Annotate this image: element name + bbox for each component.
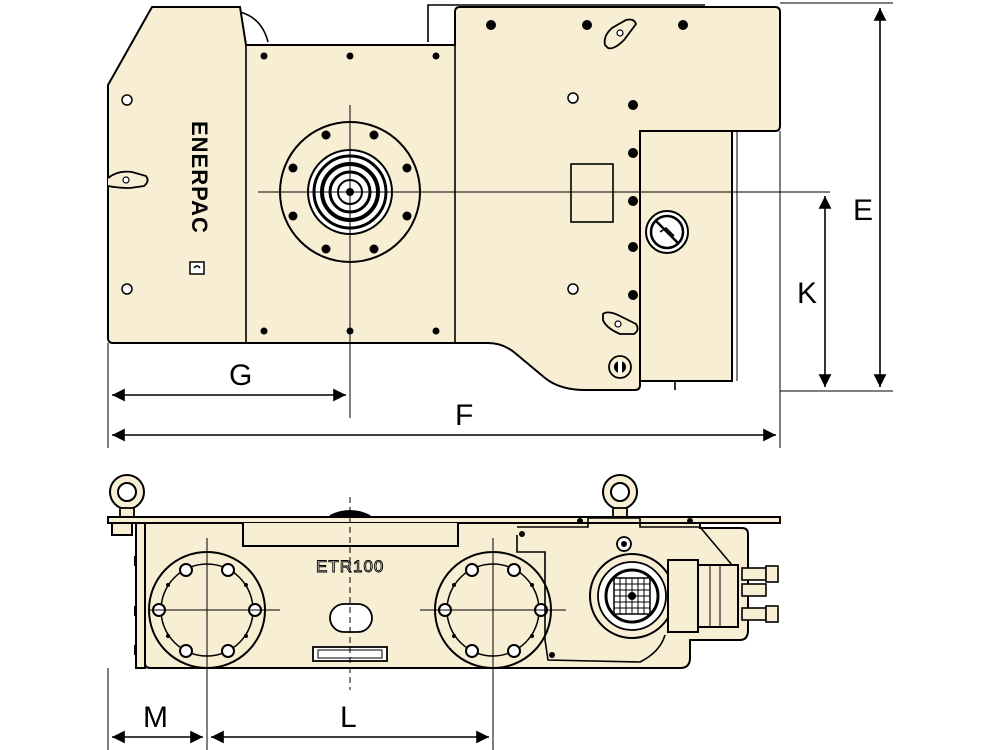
top-bracket [427, 4, 705, 42]
no-tool-warning-icon [645, 210, 689, 254]
plate-slot [134, 645, 137, 655]
hose-bracket [239, 11, 269, 43]
screw-hole [549, 652, 555, 658]
dim-label-g: G [229, 359, 252, 392]
plate-slot [134, 606, 137, 616]
mount-hole [121, 94, 133, 106]
left-plate [135, 522, 146, 669]
dim-label-e: E [853, 194, 873, 227]
plate-slot [134, 556, 137, 566]
knob-icon [608, 355, 632, 379]
motor-housing-side [516, 535, 666, 663]
motor-housing-top [517, 517, 733, 566]
control-box-base [640, 380, 676, 390]
left-bracket [111, 522, 133, 536]
dim-label-m: M [143, 701, 168, 734]
valve-body [697, 564, 739, 628]
mount-hole [121, 283, 133, 295]
hydraulic-couplers [741, 565, 779, 623]
control-box [639, 130, 733, 382]
model-label: ETR100 [316, 557, 384, 576]
eye-bolt-icon [602, 474, 638, 521]
port-icon-center [621, 541, 627, 547]
top-dimensions: E K G F [107, 2, 893, 448]
handle-icon [603, 18, 638, 50]
motor-fan [589, 553, 675, 639]
side-view-centerlines [150, 497, 566, 750]
dim-label-f: F [455, 399, 473, 432]
screw-hole [577, 518, 583, 524]
valve-block [667, 559, 699, 633]
dim-label-k: K [797, 277, 817, 310]
top-view: ENERPAC [107, 4, 830, 418]
top-channel [242, 523, 459, 547]
handle-icon [107, 170, 149, 189]
brand-logo-mark [189, 261, 205, 275]
screw-hole [519, 531, 525, 537]
side-view: ETR100 [107, 474, 781, 750]
handle-icon [602, 311, 639, 335]
screw-hole [687, 518, 693, 524]
top-view-centerlines [258, 105, 830, 418]
center-panel-screws [260, 52, 440, 335]
side-dimensions: M L [107, 668, 490, 750]
slot [329, 603, 373, 633]
brand-logo: ENERPAC [187, 121, 212, 234]
eye-bolt-icon [109, 474, 145, 521]
right-panel-details [486, 20, 688, 300]
dim-label-l: L [340, 701, 357, 734]
brand-logo-mark-inner [193, 265, 201, 269]
